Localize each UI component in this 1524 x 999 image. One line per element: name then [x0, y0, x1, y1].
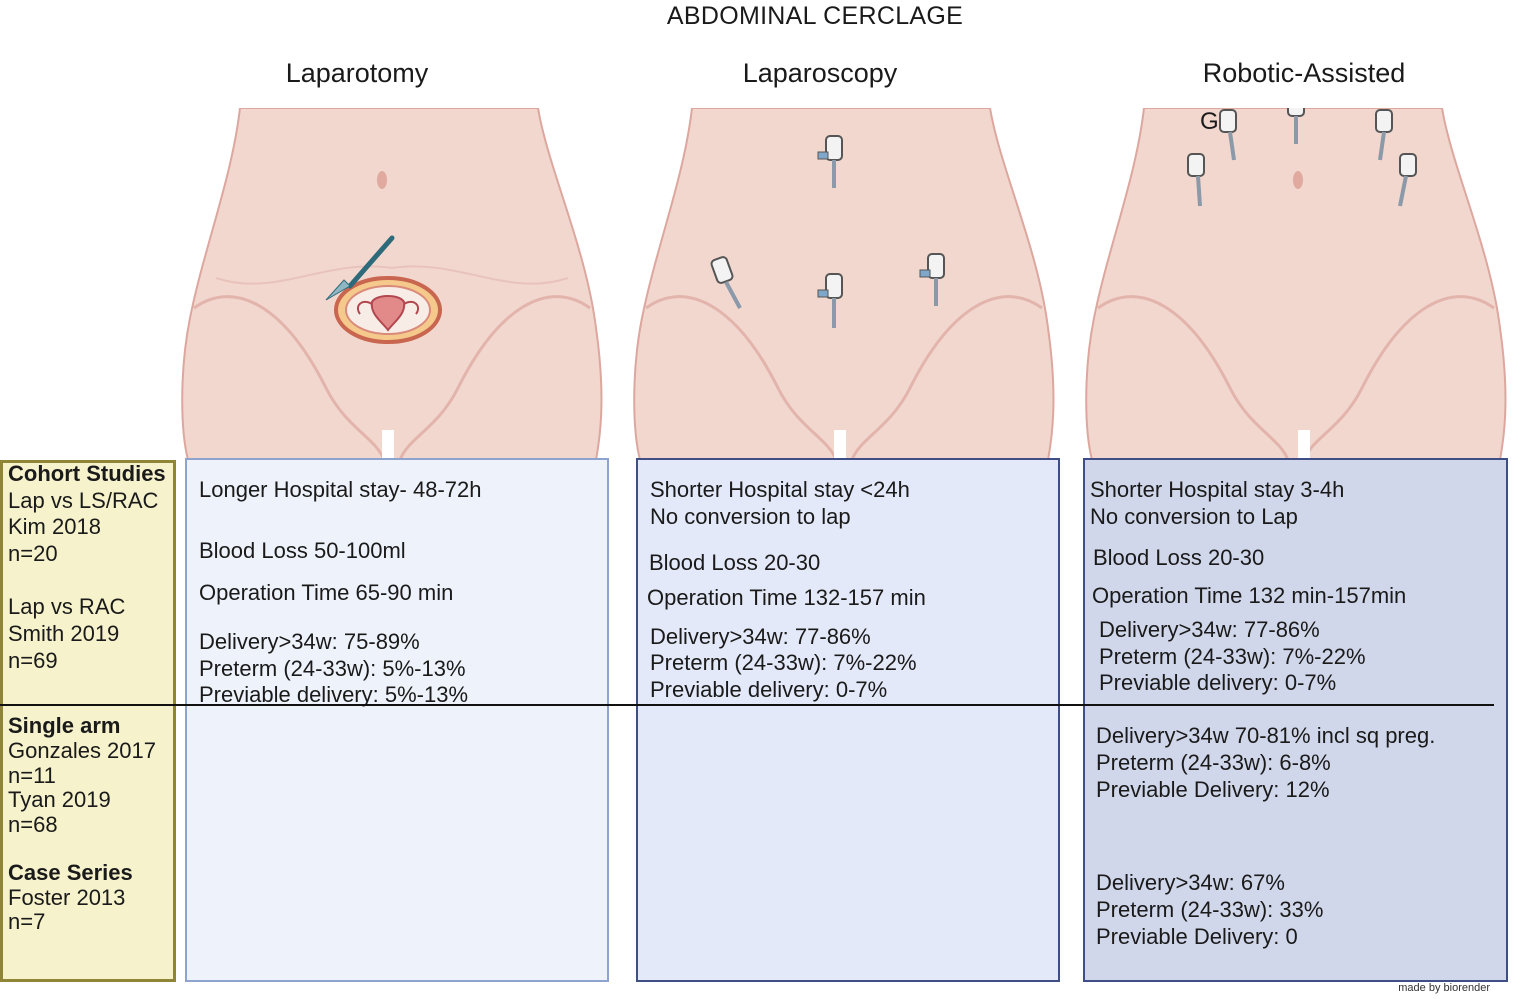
trocar-port-icon [817, 273, 843, 328]
robotic-previable: Previable delivery: 0-7% [1099, 670, 1337, 695]
single-arm-line: n=11 [8, 763, 56, 788]
robotic-conversion: No conversion to Lap [1090, 504, 1298, 529]
single-arm-heading: Single arm [8, 713, 121, 738]
robotic-case-series-delivery: Delivery>34w: 67% [1096, 870, 1285, 895]
robotic-marker-label: G [1200, 108, 1219, 135]
section-divider [0, 704, 1494, 706]
robotic-hospital-stay: Shorter Hospital stay 3-4h [1090, 477, 1345, 502]
robotic-single-arm-preterm: Preterm (24-33w): 6-8% [1096, 750, 1331, 775]
single-arm-line: Tyan 2019 [8, 787, 111, 812]
cohort-study-line: Smith 2019 [8, 621, 120, 646]
robotic-port-icon [1287, 108, 1305, 144]
robotic-single-arm-previable: Previable Delivery: 12% [1096, 777, 1330, 802]
cohort-study-line: n=20 [8, 541, 58, 566]
column-title-laparotomy: Laparotomy [285, 58, 429, 88]
laparoscopy-preterm: Preterm (24-33w): 7%-22% [650, 650, 917, 675]
trocar-port-icon [919, 253, 945, 306]
laparoscopy-panel [636, 458, 1060, 982]
trocar-port-icon [710, 256, 742, 309]
robotic-blood-loss: Blood Loss 20-30 [1093, 545, 1265, 570]
torso-laparotomy-illustration [181, 108, 603, 460]
robotic-port-icon [1375, 109, 1393, 161]
laparotomy-preterm: Preterm (24-33w): 5%-13% [199, 656, 466, 681]
single-arm-line: n=68 [8, 812, 58, 837]
laparotomy-panel [185, 458, 609, 982]
case-series-line: Foster 2013 [8, 885, 126, 910]
incision-uterus-icon [334, 276, 442, 344]
column-title-robotic: Robotic-Assisted [1202, 58, 1406, 88]
case-series-heading: Case Series [8, 860, 133, 885]
studies-panel [0, 460, 176, 982]
case-series-line: n=7 [8, 909, 46, 934]
scalpel-icon [325, 235, 395, 301]
column-title-laparoscopy: Laparoscopy [742, 58, 898, 88]
single-arm-line: Gonzales 2017 [8, 738, 156, 763]
laparoscopy-previable: Previable delivery: 0-7% [650, 677, 888, 702]
torso-robotic-illustration [1085, 108, 1507, 460]
robotic-port-icon [1398, 153, 1417, 207]
trocar-port-icon [817, 135, 843, 188]
cohort-study-line: Kim 2018 [8, 514, 101, 539]
torso-laparoscopy-illustration [633, 108, 1055, 460]
robotic-single-arm-delivery: Delivery>34w 70-81% incl sq preg. [1096, 723, 1436, 748]
laparotomy-operation-time: Operation Time 65-90 min [199, 580, 454, 605]
laparoscopy-operation-time: Operation Time 132-157 min [647, 585, 926, 610]
cohort-study-line: Lap vs LS/RAC [8, 488, 159, 513]
page-title: ABDOMINAL CERCLAGE [666, 2, 964, 30]
laparotomy-delivery: Delivery>34w: 75-89% [199, 629, 420, 654]
laparoscopy-hospital-stay: Shorter Hospital stay <24h [650, 477, 910, 502]
laparoscopy-conversion: No conversion to lap [650, 504, 851, 529]
cohort-study-line: n=69 [8, 648, 58, 673]
robotic-port-icon [1187, 153, 1205, 207]
robotic-delivery: Delivery>34w: 77-86% [1099, 617, 1320, 642]
laparotomy-blood-loss: Blood Loss 50-100ml [199, 538, 406, 563]
robotic-port-icon [1219, 109, 1237, 161]
cohort-study-line: Lap vs RAC [8, 594, 126, 619]
laparotomy-previable: Previable delivery: 5%-13% [199, 682, 469, 707]
robotic-panel [1083, 458, 1508, 982]
laparotomy-hospital-stay: Longer Hospital stay- 48-72h [199, 477, 482, 502]
credit-label: made by biorender [1398, 982, 1490, 994]
cohort-heading: Cohort Studies [8, 461, 166, 486]
robotic-operation-time: Operation Time 132 min-157min [1092, 583, 1407, 608]
robotic-case-series-preterm: Preterm (24-33w): 33% [1096, 897, 1324, 922]
laparoscopy-blood-loss: Blood Loss 20-30 [649, 550, 821, 575]
robotic-case-series-previable: Previable Delivery: 0 [1096, 924, 1298, 949]
robotic-preterm: Preterm (24-33w): 7%-22% [1099, 644, 1366, 669]
laparoscopy-delivery: Delivery>34w: 77-86% [650, 624, 871, 649]
